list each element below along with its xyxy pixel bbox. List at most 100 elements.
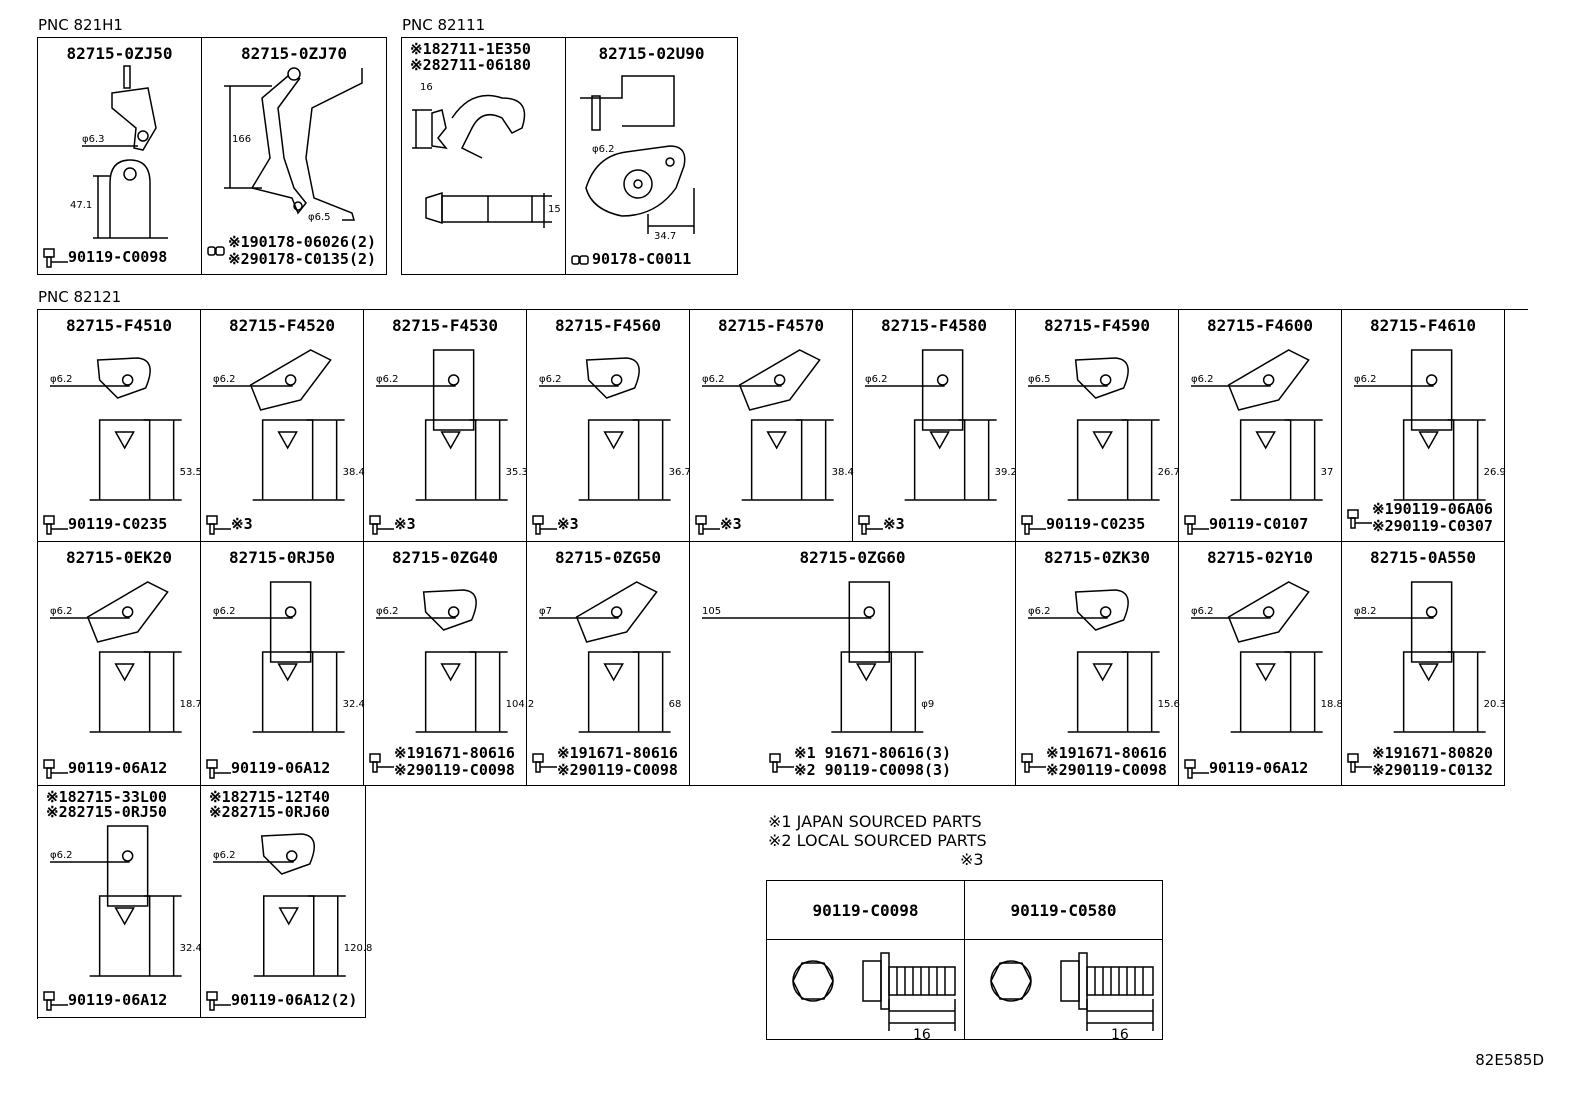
bolt-callout: ※191671-80616※290119-C0098 — [1020, 745, 1167, 779]
dimension-label: 39.2 — [995, 467, 1017, 478]
dimension-label: φ7 — [539, 606, 552, 617]
dimension-label: φ6.2 — [213, 850, 236, 861]
part-number: ※282715-0RJ60 — [209, 803, 330, 821]
bolt-number: ※191671-80616 — [1046, 744, 1167, 762]
legend-item[interactable]: 90119-C0580 16 — [965, 881, 1162, 1043]
bracket-drawing: φ6.215.6 — [1028, 589, 1180, 733]
dimension-label: 37 — [1321, 467, 1334, 478]
dimension-label: φ6.2 — [1191, 606, 1214, 617]
dimension-label: φ6.2 — [702, 374, 725, 385]
dimension-label: 16 — [1111, 1027, 1129, 1043]
bracket-drawing: φ6.232.4 — [213, 581, 365, 733]
bracket-drawing: φ6.2 37 — [1191, 349, 1334, 501]
bolt-callout: ※191671-80616※290119-C0098 — [531, 745, 678, 779]
bolt-number: ※290178-C0135(2) — [228, 250, 377, 268]
part-number: 82715-0ZG60 — [799, 548, 906, 567]
notes: ※1 JAPAN SOURCED PARTS ※2 LOCAL SOURCED … — [768, 812, 987, 869]
bolt-icon — [206, 515, 231, 535]
bolt-callout: ※191671-80820※290119-C0132 — [1346, 745, 1493, 779]
bolt-number: ※3 — [231, 514, 253, 533]
dimension-label: φ9 — [921, 699, 934, 710]
bracket-drawing: φ6.253.5 — [50, 357, 202, 501]
dimension-label: 26.9 — [1484, 467, 1506, 478]
bolt-number: ※1 91671-80616(3) — [794, 744, 952, 762]
part-number: 82715-02U90 — [598, 44, 705, 63]
bolt-icon — [369, 515, 394, 535]
part-cell[interactable]: 82715-02Y10 φ6.2 18.8 90119-06A12 — [1179, 542, 1343, 786]
dimension-label: φ6.2 — [50, 606, 73, 617]
bolt-drawing: 16 — [990, 952, 1154, 1043]
bracket-drawing: φ6.3 47.1 — [70, 65, 168, 239]
bolt-callout: ※3 — [368, 513, 416, 535]
dimension-label: 32.4 — [343, 699, 365, 710]
bolt-callout: 90119-C0107 — [1183, 513, 1308, 535]
bracket-drawing: φ6.526.7 — [1028, 357, 1180, 501]
dimension-label: φ6.2 — [376, 374, 399, 385]
note-local: ※2 LOCAL SOURCED PARTS — [768, 831, 987, 850]
bolt-callout: 90119-C0235 — [1020, 513, 1145, 535]
bolt-callout: ※190178-06026(2)※290178-C0135(2) — [206, 234, 376, 268]
bracket-drawing: φ8.220.3 — [1354, 581, 1506, 733]
bracket-drawing: φ6.232.4 — [50, 825, 202, 977]
bolt-callout: 90119-06A12 — [42, 757, 167, 779]
bolt-icon — [1184, 515, 1209, 535]
group-box-82111: ※182711-1E350 ※282711-06180 16 15 82715-… — [401, 37, 738, 275]
part-number: 82715-F4520 — [229, 316, 335, 335]
legend-item[interactable]: 90119-C0098 16 — [767, 881, 965, 1043]
part-cell[interactable]: 82715-02U90 φ6.2 34.7 90178-C0011 — [566, 38, 737, 274]
dimension-label: φ6.2 — [1191, 374, 1214, 385]
part-cell[interactable]: 82715-F4600 φ6.2 37 90119-C0107 — [1179, 310, 1342, 542]
group-label-82121: PNC 82121 — [38, 288, 122, 306]
bolt-icon — [769, 753, 794, 773]
dimension-label: 166 — [232, 134, 251, 145]
bolt-number: 90119-C0098 — [68, 247, 168, 266]
bolt-icon — [206, 991, 231, 1011]
clip-icon — [207, 246, 225, 256]
clip-drawing: 16 15 — [412, 82, 561, 228]
part-cell[interactable]: 82715-0ZJ70 166 φ6.5 ※190178-06026(2)※29… — [202, 38, 386, 274]
part-number: 82715-0RJ50 — [229, 548, 335, 567]
legend-part-number: 90119-C0098 — [767, 881, 964, 940]
dimension-label: 104.2 — [506, 699, 535, 710]
part-number: ※182715-12T40 — [209, 788, 330, 806]
bolt-icon — [43, 991, 68, 1011]
dimension-label: φ6.5 — [308, 212, 331, 223]
bolt-icon — [1184, 759, 1209, 779]
part-number: 82715-02Y10 — [1207, 548, 1313, 567]
part-number: 82715-F4600 — [1207, 316, 1313, 335]
bolt-number: 90119-C0107 — [1209, 514, 1309, 533]
bolt-icon — [695, 515, 720, 535]
dimension-label: 18.8 — [1321, 699, 1343, 710]
legend-title: ※3 — [960, 850, 984, 869]
part-number: 82715-0ZG50 — [555, 548, 661, 567]
bolt-number: ※3 — [883, 514, 905, 533]
dimension-label: 18.7 — [180, 699, 202, 710]
dimension-label: 34.7 — [654, 231, 676, 242]
bolt-number: ※290119-C0098 — [557, 761, 678, 779]
bolt-number: ※190178-06026(2) — [228, 233, 377, 251]
note-japan: ※1 JAPAN SOURCED PARTS — [768, 812, 982, 831]
part-cell[interactable]: ※182711-1E350 ※282711-06180 16 15 — [402, 38, 566, 274]
part-cell[interactable]: 82715-0ZJ50 φ6.3 47.1 90119-C0098 — [38, 38, 202, 274]
bolt-icon — [858, 515, 883, 535]
bolt-callout: 90119-06A12 — [1183, 757, 1308, 779]
dimension-label: 16 — [420, 82, 433, 93]
